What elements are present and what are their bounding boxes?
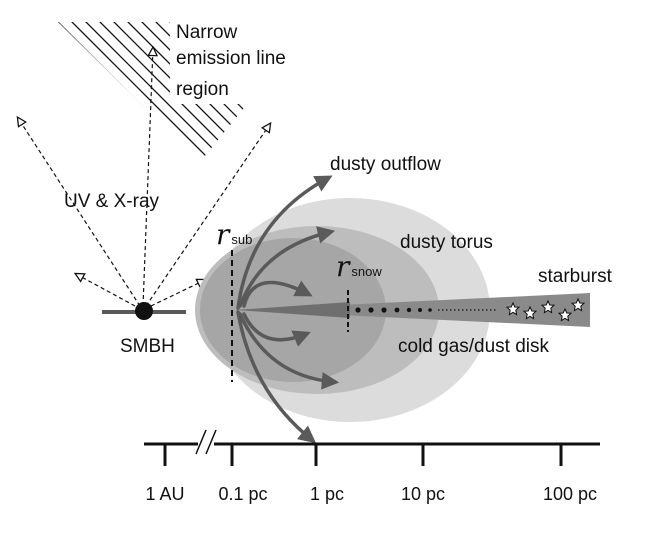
outflow-arrows xyxy=(236,175,340,444)
nlr-label-line-2: emission line xyxy=(176,48,286,69)
disk-dots xyxy=(355,307,432,313)
radiation-arrow-low-right xyxy=(150,280,205,307)
nlr-label-line-3: region xyxy=(176,79,229,100)
nlr-label-backdrop xyxy=(170,16,320,104)
starburst-label: starburst xyxy=(538,266,613,287)
star-2 xyxy=(522,305,538,320)
tick-label-100pc: 100 pc xyxy=(543,484,597,504)
cold-disk-label: cold gas/dust disk xyxy=(398,336,550,357)
dusty-outflow-label: dusty outflow xyxy=(330,154,441,175)
nlr-label-line-1: Narrow xyxy=(176,22,238,43)
smbh-dot xyxy=(135,302,153,320)
outflow-arrow-top xyxy=(236,175,333,310)
disk-inner-core xyxy=(236,302,350,318)
star-4 xyxy=(557,307,573,322)
outflow-arrow-bottom xyxy=(236,310,317,444)
cold-gas-dust-disk xyxy=(236,293,590,327)
radiation-arrow-up-right xyxy=(145,124,270,307)
tick-label-1pc: 1 pc xyxy=(310,484,344,504)
tick-label-0-1pc: 0.1 pc xyxy=(218,484,267,504)
scale-axis xyxy=(144,429,600,466)
inner-loop-lower xyxy=(242,312,311,347)
star-1 xyxy=(505,301,521,316)
smbh-label: SMBH xyxy=(120,336,175,357)
uv-xray-label: UV & X-ray xyxy=(64,191,160,212)
radiation-arrows xyxy=(18,48,270,307)
dusty-torus-label: dusty torus xyxy=(400,232,493,253)
radiation-arrow-up-left xyxy=(18,118,141,307)
star-5 xyxy=(570,297,586,312)
radiation-arrow-low-left xyxy=(76,274,136,307)
radiation-arrow-up xyxy=(142,48,153,307)
inner-loop-upper xyxy=(242,280,313,308)
axis-break-1 xyxy=(195,429,207,455)
circulation-arrow-lower xyxy=(238,312,340,390)
tick-label-1au: 1 AU xyxy=(145,484,184,504)
tick-label-10pc: 10 pc xyxy=(401,484,445,504)
starburst-stars xyxy=(505,297,586,322)
star-3 xyxy=(540,299,556,314)
axis-break-2 xyxy=(205,429,217,455)
circulation-arrow-upper xyxy=(238,226,336,308)
